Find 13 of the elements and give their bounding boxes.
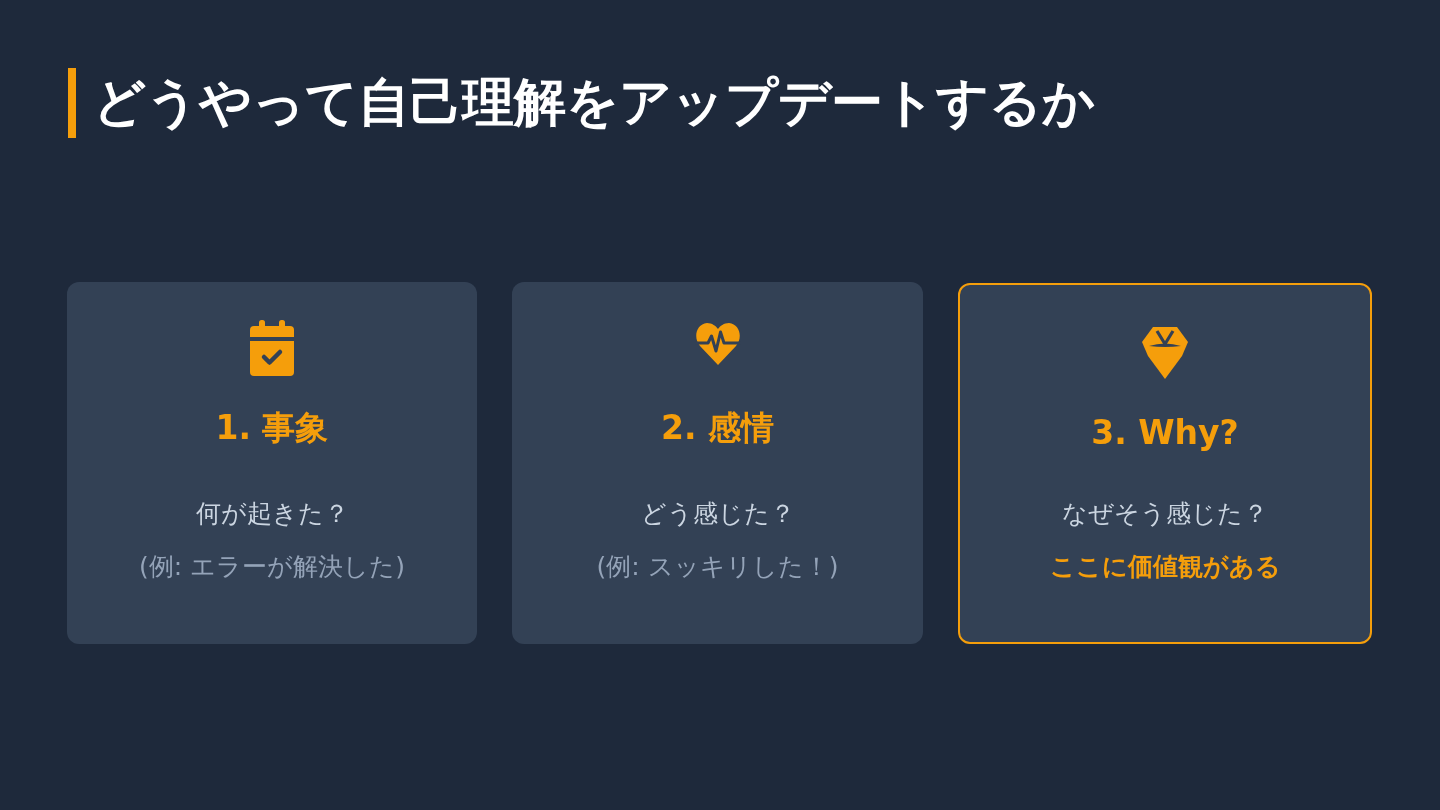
question-text: 何が起きた？ <box>195 498 349 530</box>
step-title: 2. 感情 <box>661 408 774 448</box>
step-card <box>67 282 477 644</box>
question-text: なぜそう感じた？ <box>1062 498 1268 530</box>
step-card <box>512 282 923 644</box>
step-title: 3. Why? <box>1091 413 1239 453</box>
step-title: 1. 事象 <box>215 408 329 448</box>
highlight-text: ここに価値観がある <box>1049 551 1281 583</box>
question-text: どう感じた？ <box>640 498 795 530</box>
example-text: (例: エラーが解決した) <box>139 551 405 583</box>
example-text: (例: スッキリした！) <box>596 551 839 583</box>
slide-title: どうやって自己理解をアップデートするか <box>93 71 1095 134</box>
step-card <box>958 283 1372 644</box>
